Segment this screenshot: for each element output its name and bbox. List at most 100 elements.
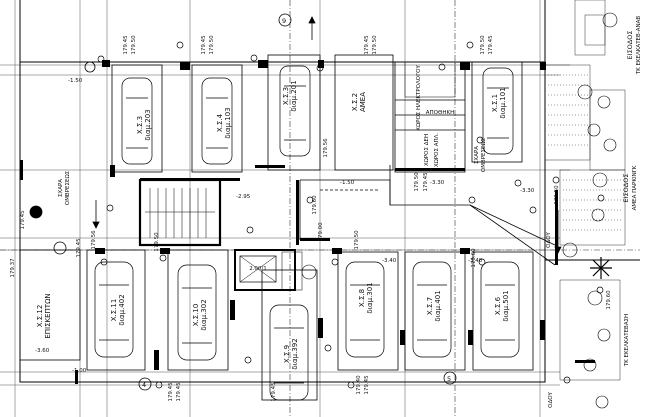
entrance-label-top: ΕΙΣΟΔΟΣ: [626, 31, 634, 60]
grid-number-9: 9: [282, 17, 286, 25]
level-7: -1.50: [68, 78, 83, 84]
entrance-sub-amea: ΑΜΕΑ ΠΑΡΚΙΝΓΚ: [632, 165, 638, 210]
elev-14: 179.45: [176, 382, 182, 402]
elev-23: 179.37: [10, 258, 16, 278]
elev-4: 179.50: [209, 35, 215, 55]
elev-20: 179.00: [318, 222, 324, 242]
parking-amea-2: ΑΜΕΑ: [359, 92, 367, 112]
elev-6: 179.50: [372, 35, 378, 55]
elev-11: 179.45: [76, 238, 82, 258]
parking-label-6: Χ.Σ.6: [494, 296, 502, 315]
elev-24: 179.56: [91, 230, 97, 250]
parking-bay-4: [191, 64, 243, 173]
rain-grate-sub: ΟΜΒΡΕΣΕΩΣ: [481, 137, 487, 172]
parking-owner-9: διαμ.392: [291, 338, 299, 369]
grid-number-4: 4: [142, 381, 146, 389]
parking-bay-1: [471, 61, 523, 163]
parking-bay-3b: [267, 54, 321, 171]
parking-label-4: Χ.Σ.4: [216, 113, 224, 132]
elev-18: 179.45: [423, 172, 429, 192]
parking-label-12: Χ.Σ.12: [36, 305, 44, 328]
level-6: -3.60: [35, 348, 50, 354]
parking-bay-7: [404, 251, 466, 371]
elev-2: 179.50: [131, 35, 137, 55]
elev-17: 179.50: [414, 172, 420, 192]
lift-label: 2.00/1: [249, 266, 267, 272]
rain-grate-label: ΣΧΑΡΑ: [474, 146, 480, 164]
structural-columns: [20, 60, 595, 384]
elev-21: 179.50: [354, 230, 360, 250]
parking-bay-2: [334, 54, 394, 171]
palm-tree-icon: [590, 257, 612, 279]
elevation-markers: [30, 41, 605, 389]
stair-core: [138, 178, 317, 291]
grid-bubbles: [29, 13, 457, 391]
parking-owner-4: διαμ.103: [224, 107, 232, 138]
tree-symbols: [562, 12, 618, 409]
elev-8: 179.50: [480, 35, 486, 55]
ramp: [299, 165, 556, 266]
parking-owner-3b: διαμ.201: [290, 80, 298, 111]
parking-label-1: Χ.Σ.1: [491, 94, 499, 112]
elev-27: 179.60: [606, 290, 612, 310]
parking-bay-3a: [111, 64, 163, 173]
parking-label-3b: Χ.Σ.3: [282, 87, 290, 105]
elev-7: 179.56: [323, 138, 329, 158]
elev-22: 179.60: [471, 248, 477, 268]
elev-3: 179.45: [201, 35, 207, 55]
grid-number-5: 5: [447, 375, 451, 383]
street-label-bottom: ΟΔΟΥ: [548, 391, 554, 407]
level-1: -1.50: [340, 180, 355, 186]
service-rooms: [394, 61, 466, 173]
elev-13: 179.45: [168, 382, 174, 402]
street-label-right: ΟΔΟΥ: [546, 231, 552, 247]
parking-bay-10: [167, 249, 229, 371]
parking-owner-8: διαμ.301: [366, 282, 374, 313]
elev-12: 179.50: [154, 232, 160, 252]
elev-19: 179.60: [312, 195, 318, 215]
level-2: -2.95: [236, 194, 251, 200]
label-sxara-left: ΣΧΑΡΑ: [58, 179, 64, 197]
parking-owner-1: διαμ.101: [499, 87, 507, 118]
parking-label-9: Χ.Σ.9: [283, 345, 291, 363]
parking-label-7: Χ.Σ.7: [426, 297, 434, 315]
elev-26: 179.50: [554, 185, 560, 205]
room-electrician: ΧΩΡΟΣ ΗΛΕΚΤΡΟΛΟΓΟΥ: [416, 65, 422, 131]
garden-area: [544, 0, 626, 381]
room-storage: ΑΠΟΘΗΚΗ: [426, 110, 454, 116]
elev-25: 179.45: [271, 382, 277, 402]
street-sub-bottom: ΤΚ ΕΚΕΛΚΑΤΕΒΑΣΗ: [624, 314, 630, 367]
level-8: -3.30: [520, 188, 535, 194]
parking-visitors-12: ΕΠΙΣΚΕΠΤΩΝ: [44, 293, 52, 338]
elev-10: 179.45: [20, 210, 26, 230]
elev-1: 179.45: [123, 35, 129, 55]
parking-label-3a: Χ.Σ.3: [136, 116, 144, 134]
level-5: -3.40: [468, 258, 483, 264]
elev-5: 179.45: [364, 35, 370, 55]
level-4: -3.40: [382, 258, 397, 264]
entrance-label-amea: ΕΙΣΟΔΟΣ: [622, 174, 630, 203]
parking-owner-6: διαμ.501: [502, 290, 510, 321]
level-9: -1.00: [72, 368, 87, 374]
parking-bay-11: [86, 249, 146, 371]
entrance-sub-top: ΤΚ ΕΚΕΛΚΑΤΕΒ-ΑΝΑΒ: [636, 16, 642, 76]
parking-label-2: Χ.Σ.2: [351, 93, 359, 111]
parking-owner-7: διαμ.401: [434, 290, 442, 321]
parking-label-8: Χ.Σ.8: [358, 289, 366, 307]
room-misc: ΧΩΡΟΣ ΑΠΛ.: [434, 133, 440, 168]
parking-owner-10: διαμ.302: [200, 299, 208, 330]
level-3: -3.30: [430, 180, 445, 186]
direction-arrows: [92, 16, 562, 254]
parking-label-10: Χ.Σ.10: [192, 304, 200, 327]
parking-bay-12: [19, 249, 81, 361]
elev-16: 179.45: [364, 375, 370, 395]
parking-owner-11: διαμ.402: [118, 294, 126, 325]
parking-label-11: Χ.Σ.11: [110, 299, 118, 322]
parking-bay-6: [472, 251, 534, 371]
elev-9: 179.45: [488, 35, 494, 55]
label-ompvreseos-left: ΟΜΒΡΕΣΕΩΣ: [65, 170, 71, 205]
parking-bay-8: [337, 251, 399, 371]
room-deh: ΧΩΡΟΣ ΔΕΗ: [424, 134, 430, 166]
elev-15: 179.40: [356, 375, 362, 395]
